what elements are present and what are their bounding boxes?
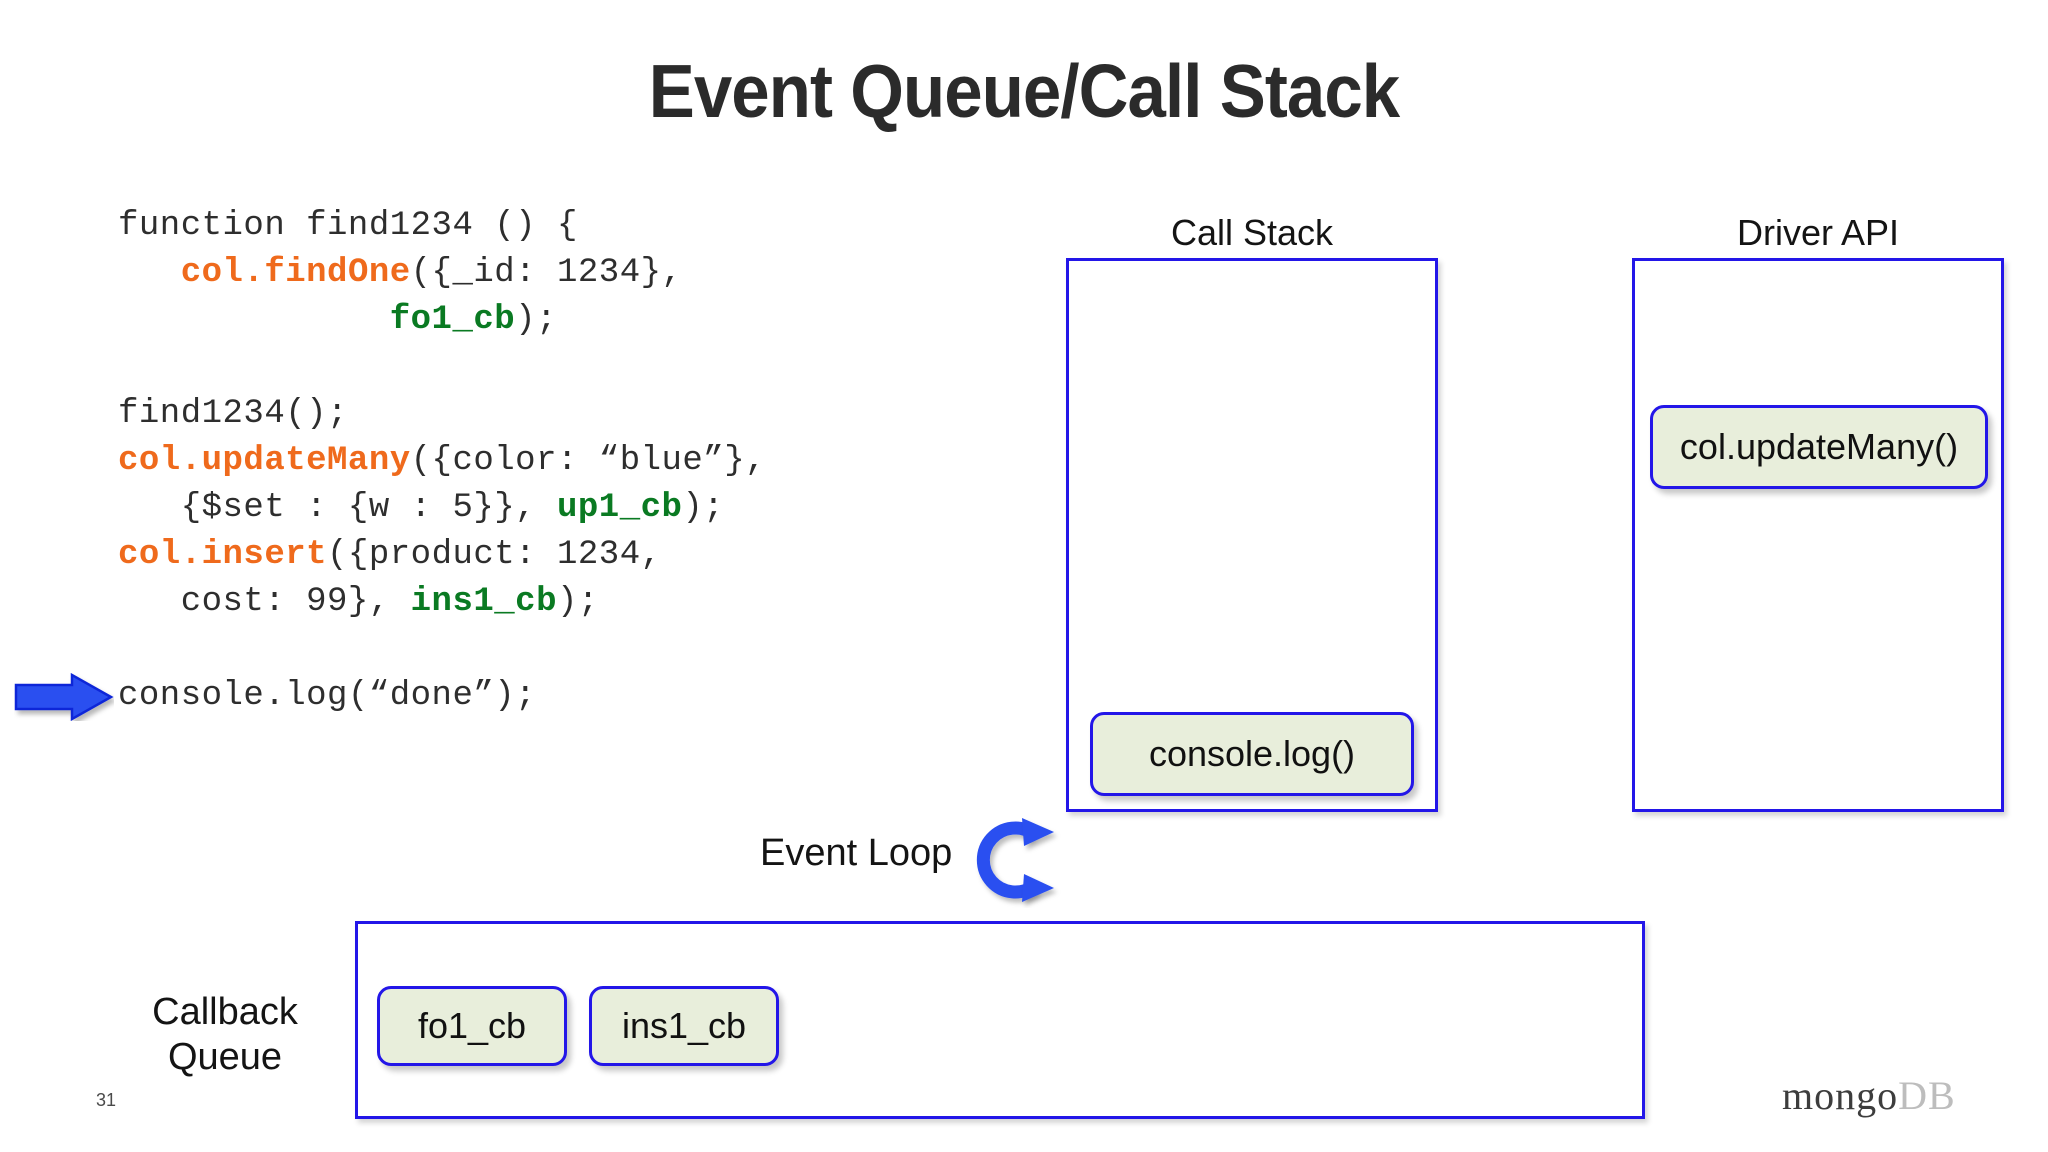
code-line: col.updateMany({color: “blue”}, [118,438,766,485]
code-token-callback: fo1_cb [389,301,516,339]
call-stack-frame-console-log[interactable]: console.log() [1090,712,1414,796]
code-token-plain: ); [515,301,557,339]
code-line: cost: 99}, ins1_cb); [118,579,766,626]
code-line: {$set : {w : 5}}, up1_cb); [118,485,766,532]
page-title: Event Queue/Call Stack [648,49,1400,133]
code-token-plain: cost: 99}, [118,583,411,621]
code-token-method: col.findOne [180,254,411,292]
code-token-plain: ({_id: 1234}, [410,254,683,292]
code-token-plain [118,301,390,339]
call-stack-label: Call Stack [1170,212,1334,253]
code-line: col.findOne({_id: 1234}, [118,250,766,297]
code-token-callback: ins1_cb [410,583,557,621]
code-token-method: col.updateMany [118,442,411,480]
code-token-method: col.insert [118,536,328,574]
code-token-plain: ({color: “blue”}, [410,442,767,480]
mongodb-logo: mongoDB [1782,1072,1956,1119]
code-line: fo1_cb); [118,297,766,344]
code-line: find1234(); [118,391,766,438]
code-token-plain: console.log(“done”); [118,677,537,715]
code-line: function find1234 () { [118,203,766,250]
code-line: col.insert({product: 1234, [118,532,766,579]
code-token-plain: ({product: 1234, [327,536,662,574]
callback-queue-label-line1: Callback [152,991,298,1033]
event-loop-label: Event Loop [760,832,953,874]
code-token-callback: up1_cb [556,489,683,527]
code-token-plain: function find1234 () { [118,207,578,245]
code-token-plain: ); [682,489,725,527]
code-line [118,344,766,391]
mongodb-logo-primary: mongo [1782,1073,1899,1118]
code-token-plain [118,254,181,292]
driver-api-panel [1632,258,2004,812]
code-block: function find1234 () { col.findOne({_id:… [118,203,766,720]
driver-api-op-update-many[interactable]: col.updateMany() [1650,405,1988,489]
right-arrow-icon [14,672,114,722]
code-token-plain: {$set : {w : 5}}, [118,489,557,527]
code-token-plain: ); [556,583,599,621]
code-line [118,626,766,673]
mongodb-logo-secondary: DB [1898,1073,1956,1118]
callback-queue-panel [355,921,1645,1119]
page-number: 31 [96,1090,117,1110]
code-token-plain: find1234(); [118,395,348,433]
callback-queue-item-fo1-cb[interactable]: fo1_cb [377,986,567,1066]
callback-queue-label-line2: Queue [167,1036,283,1078]
callback-queue-item-ins1-cb[interactable]: ins1_cb [589,986,779,1066]
callback-queue-label: Callback Queue [105,990,345,1080]
code-line: console.log(“done”); [118,673,766,720]
driver-api-label: Driver API [1736,212,1900,253]
circular-arrow-icon [962,812,1062,908]
